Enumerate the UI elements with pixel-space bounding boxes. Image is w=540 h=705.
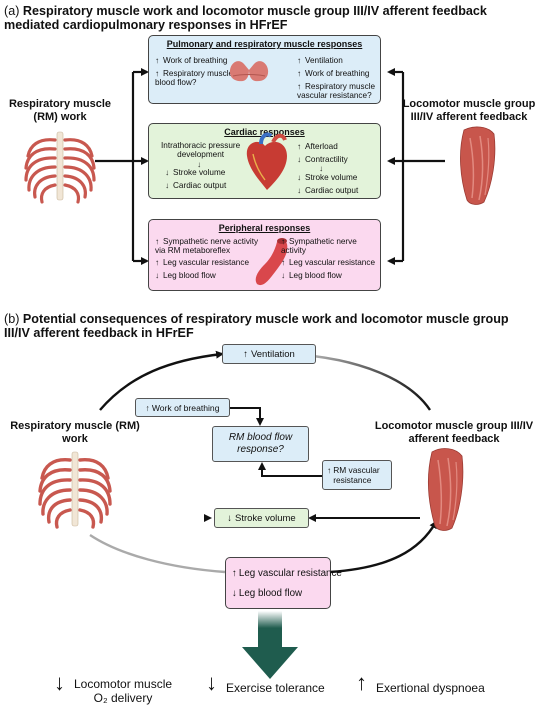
wob-arrow bbox=[230, 407, 264, 426]
leg-box-item-1: ↓Leg blood flow bbox=[232, 588, 303, 599]
big-down-arrow bbox=[242, 611, 298, 679]
outcome-1-arrow: ↓ bbox=[206, 670, 217, 695]
leg-muscle-illustration-b bbox=[428, 448, 464, 531]
peri-right-item-2: ↓Leg blood flow bbox=[281, 271, 342, 280]
panel-a-tag: (a) bbox=[4, 4, 20, 18]
pulm-left-item-0: ↑Work of breathing bbox=[155, 56, 228, 65]
peri-left-item-0: ↑Sympathetic nerve activity via RM metab… bbox=[155, 237, 259, 255]
peri-right-item-0: ↑Sympathetic nerve activity bbox=[281, 237, 357, 255]
card-left-connector: ↓ bbox=[197, 160, 202, 169]
pulm-right-item-1: ↑Work of breathing bbox=[297, 69, 370, 78]
outcome-2-text: Exertional dyspnoea bbox=[376, 681, 485, 695]
locomotor-label-a: Locomotor muscle group III/IV afferent f… bbox=[402, 98, 536, 123]
leg-box-item-0: ↑Leg vascular resistance bbox=[232, 568, 342, 579]
leg-muscle-illustration-a bbox=[460, 126, 496, 205]
heart-icon bbox=[246, 132, 287, 190]
card-left-item-2: ↓Cardiac output bbox=[165, 181, 227, 190]
peripheral-title: Peripheral responses bbox=[218, 223, 311, 233]
card-right-item-3: ↓Cardiac output bbox=[297, 186, 359, 195]
pulm-right-item-2: ↑Respiratory muscle vascular resistance? bbox=[297, 82, 376, 100]
panel-a-heading: (a) Respiratory muscle work and locomoto… bbox=[4, 4, 536, 32]
ribcage-illustration-a bbox=[24, 131, 96, 204]
panel-a-title: Respiratory muscle work and locomotor mu… bbox=[4, 4, 487, 32]
panel-b-tag: (b) bbox=[4, 312, 20, 326]
panel-b-title: Potential consequences of respiratory mu… bbox=[4, 312, 509, 340]
card-left-item-0: Intrathoracic pressure development bbox=[161, 141, 241, 159]
rm-vascular-arrow bbox=[258, 462, 418, 477]
rm-blood-flow-box: RM blood flow response? bbox=[212, 426, 309, 462]
leg-response-box: ↑Leg vascular resistance ↓Leg blood flow bbox=[225, 557, 342, 609]
panel-b-heading: (b) Potential consequences of respirator… bbox=[4, 312, 536, 340]
outcome-2-arrow: ↑ bbox=[356, 670, 367, 695]
left-bracket-arrows bbox=[95, 68, 149, 265]
peripheral-box: Peripheral responses ↑Sympathetic nerve … bbox=[148, 219, 381, 291]
outcome-0-text: Locomotor muscle O₂ delivery bbox=[74, 677, 173, 705]
locomotor-label-b: Locomotor muscle group III/IV afferent f… bbox=[374, 420, 534, 445]
card-right-item-2: ↓Stroke volume bbox=[297, 173, 358, 182]
blood-vessel-icon bbox=[255, 238, 288, 286]
outcome-1-text: Exercise tolerance bbox=[226, 681, 325, 695]
card-right-connector: ↓ bbox=[319, 164, 324, 173]
rm-vascular-box: ↑RM vascular resistance bbox=[322, 460, 392, 490]
peri-left-item-1: ↑Leg vascular resistance bbox=[155, 258, 250, 267]
peri-right-item-1: ↑Leg vascular resistance bbox=[281, 258, 376, 267]
peri-left-item-2: ↓Leg blood flow bbox=[155, 271, 216, 280]
work-of-breathing-box: ↑Work of breathing bbox=[135, 398, 230, 417]
ventilation-box: ↑Ventilation bbox=[222, 344, 316, 364]
stroke-volume-box: ↓Stroke volume bbox=[214, 508, 309, 528]
rm-work-label-a: Respiratory muscle (RM) work bbox=[8, 98, 112, 123]
outcome-0-arrow: ↓ bbox=[54, 670, 65, 695]
pulmonary-title: Pulmonary and respiratory muscle respons… bbox=[166, 39, 363, 49]
cardiac-box: Cardiac responses Intrathoracic pressure… bbox=[148, 123, 381, 199]
rm-work-label-b: Respiratory muscle (RM) work bbox=[10, 420, 140, 445]
right-bracket-arrows bbox=[387, 68, 445, 265]
pulmonary-box: Pulmonary and respiratory muscle respons… bbox=[148, 35, 381, 104]
card-right-item-0: ↑Afterload bbox=[297, 142, 338, 151]
cardiac-title: Cardiac responses bbox=[224, 127, 305, 137]
lungs-icon bbox=[229, 61, 269, 82]
card-left-item-1: ↓Stroke volume bbox=[165, 168, 226, 177]
pulm-right-item-0: ↑Ventilation bbox=[297, 56, 343, 65]
ribcage-illustration-b bbox=[38, 451, 112, 529]
card-right-item-1: ↓Contractility bbox=[297, 155, 348, 164]
pulm-left-item-1: ↑Respiratory muscle blood flow? bbox=[155, 69, 234, 87]
